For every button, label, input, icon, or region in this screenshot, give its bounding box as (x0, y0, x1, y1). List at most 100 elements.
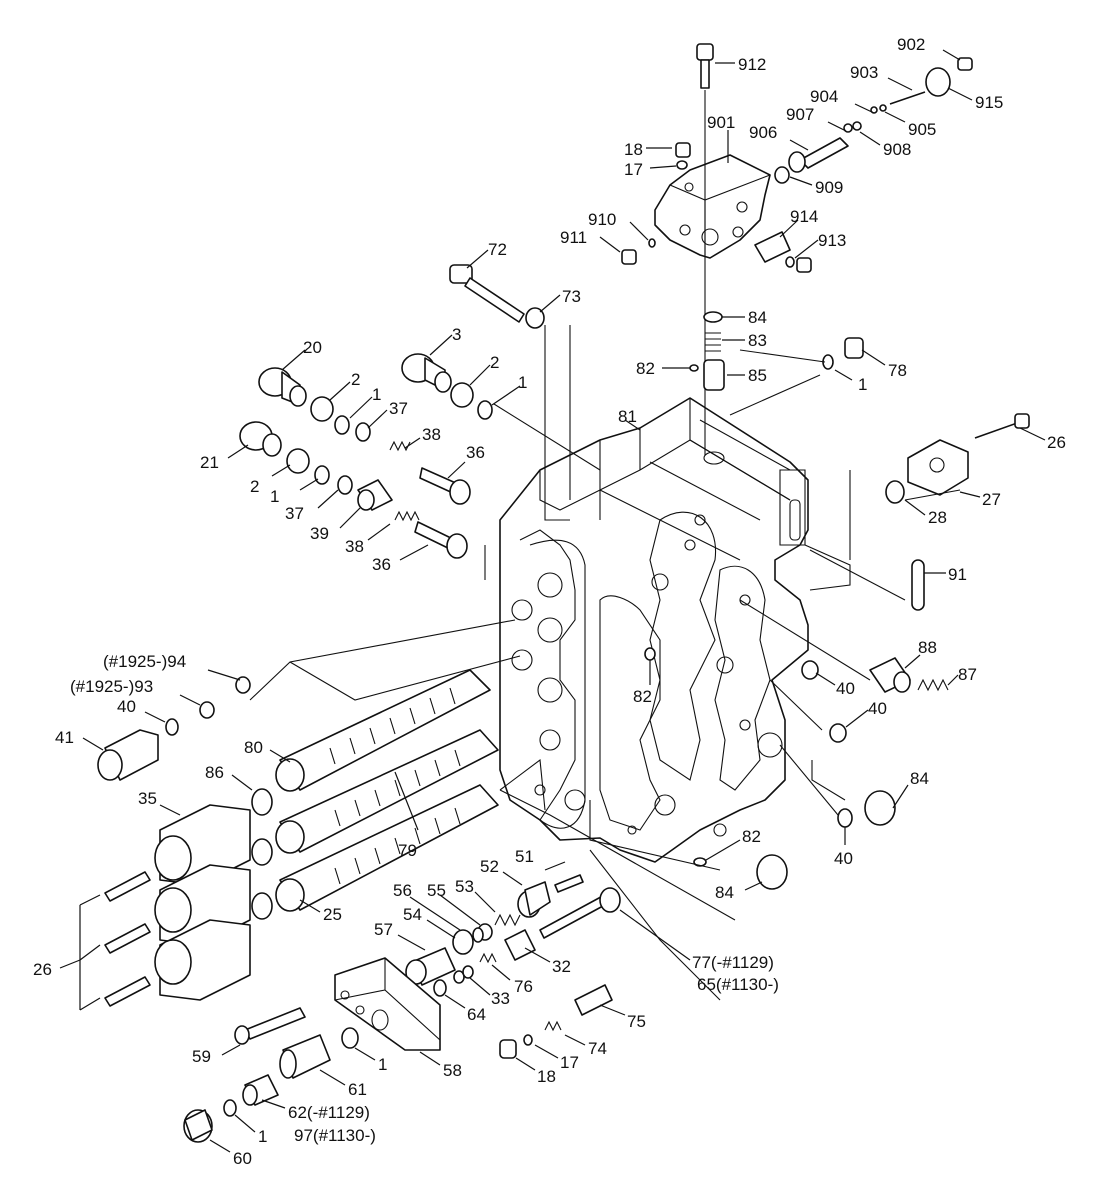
label-82-low: 82 (742, 827, 761, 846)
label-26-left: 26 (33, 960, 52, 979)
label-86: 86 (205, 763, 224, 782)
springs-38-sleeve-39-pistons-36 (357, 440, 471, 559)
solenoid-41 (97, 729, 159, 781)
valve-housing-81 (499, 397, 809, 863)
plug-20 (258, 367, 307, 407)
label-88: 88 (918, 638, 937, 657)
label-1-f: 1 (258, 1127, 267, 1146)
guide-lines (249, 325, 961, 1001)
label-53: 53 (455, 877, 474, 896)
label-20: 20 (303, 338, 322, 357)
label-80: 80 (244, 738, 263, 757)
rings-40-84-right (644, 647, 896, 890)
plug-78-ring-1 (822, 337, 864, 370)
label-1-a: 1 (372, 385, 381, 404)
spool-80 (275, 669, 491, 792)
label-908: 908 (883, 140, 911, 159)
label-912: 912 (738, 55, 766, 74)
label-901: 901 (707, 113, 735, 132)
label-3: 3 (452, 325, 461, 344)
spool-77-65 (539, 887, 621, 939)
label-1-d: 1 (270, 487, 279, 506)
rings-86-on-spools (251, 788, 273, 920)
label-82-top: 82 (636, 359, 655, 378)
label-64: 64 (467, 1005, 486, 1024)
poppet-parts-82-85 (689, 311, 725, 391)
label-913: 913 (818, 231, 846, 250)
label-91: 91 (948, 565, 967, 584)
label-65: 65(#1130-) (697, 975, 779, 994)
label-32: 32 (552, 957, 571, 976)
bolts-26-solenoid (104, 871, 151, 1007)
label-77: 77(-#1129) (692, 953, 774, 972)
label-904: 904 (810, 87, 838, 106)
label-18-low: 18 (537, 1067, 556, 1086)
spring-53-rings-54-55-56 (452, 913, 521, 955)
label-40-a: 40 (836, 679, 855, 698)
relief-valve-parts-902-915 (774, 57, 973, 184)
label-84-right: 84 (910, 769, 929, 788)
label-85: 85 (748, 366, 767, 385)
label-21: 21 (200, 453, 219, 472)
label-37-b: 37 (285, 504, 304, 523)
bolt-912 (696, 43, 714, 455)
label-38-a: 38 (422, 425, 441, 444)
piston-61-sleeve-62 (242, 1034, 331, 1106)
piston-57 (405, 947, 456, 986)
label-38-b: 38 (345, 537, 364, 556)
label-54: 54 (403, 905, 422, 924)
label-94: (#1925-)94 (103, 652, 186, 671)
label-909: 909 (815, 178, 843, 197)
label-40-b: 40 (117, 697, 136, 716)
label-51: 51 (515, 847, 534, 866)
plug-60-ring-1 (183, 1099, 237, 1143)
label-25: 25 (323, 905, 342, 924)
cover-27-bolt-26-ring-28 (885, 413, 1030, 504)
label-26-right: 26 (1047, 433, 1066, 452)
label-41: 41 (55, 728, 74, 747)
label-1-c: 1 (858, 375, 867, 394)
seal-91 (911, 559, 925, 611)
label-84-low: 84 (715, 883, 734, 902)
label-36-a: 36 (466, 443, 485, 462)
label-84-top: 84 (748, 308, 767, 327)
label-59: 59 (192, 1047, 211, 1066)
label-915: 915 (975, 93, 1003, 112)
label-87: 87 (958, 665, 977, 684)
label-911: 911 (560, 228, 587, 247)
label-36-b: 36 (372, 555, 391, 574)
label-81: 81 (618, 407, 637, 426)
plunger-75-spring-74 (499, 984, 613, 1059)
label-902: 902 (897, 35, 925, 54)
label-74: 74 (588, 1039, 607, 1058)
label-907: 907 (786, 105, 814, 124)
label-93: (#1925-)93 (70, 677, 153, 696)
label-82-mid: 82 (633, 687, 652, 706)
label-39: 39 (310, 524, 329, 543)
label-905: 905 (908, 120, 936, 139)
label-33: 33 (491, 989, 510, 1008)
label-27: 27 (982, 490, 1001, 509)
plug-18-ring-17-top (675, 142, 691, 170)
label-35: 35 (138, 789, 157, 808)
label-75: 75 (627, 1012, 646, 1031)
pilot-block-901 (654, 154, 771, 259)
label-37-a: 37 (389, 399, 408, 418)
label-57: 57 (374, 920, 393, 939)
label-62: 62(-#1129) (288, 1103, 370, 1122)
label-55: 55 (427, 881, 446, 900)
bolt-51-cap-52 (517, 874, 584, 918)
label-40-c: 40 (868, 699, 887, 718)
label-97: 97(#1130-) (294, 1126, 376, 1145)
bolt-72-washer-73 (449, 264, 545, 329)
spool-25 (275, 784, 499, 912)
label-28: 28 (928, 508, 947, 527)
rings-2-1-37-left (286, 382, 493, 495)
label-1-b: 1 (518, 373, 527, 392)
label-910: 910 (588, 210, 616, 229)
label-52: 52 (480, 857, 499, 876)
cover-58-bolt-59 (234, 957, 441, 1051)
solenoids-35 (154, 804, 251, 1001)
label-60: 60 (233, 1149, 252, 1168)
